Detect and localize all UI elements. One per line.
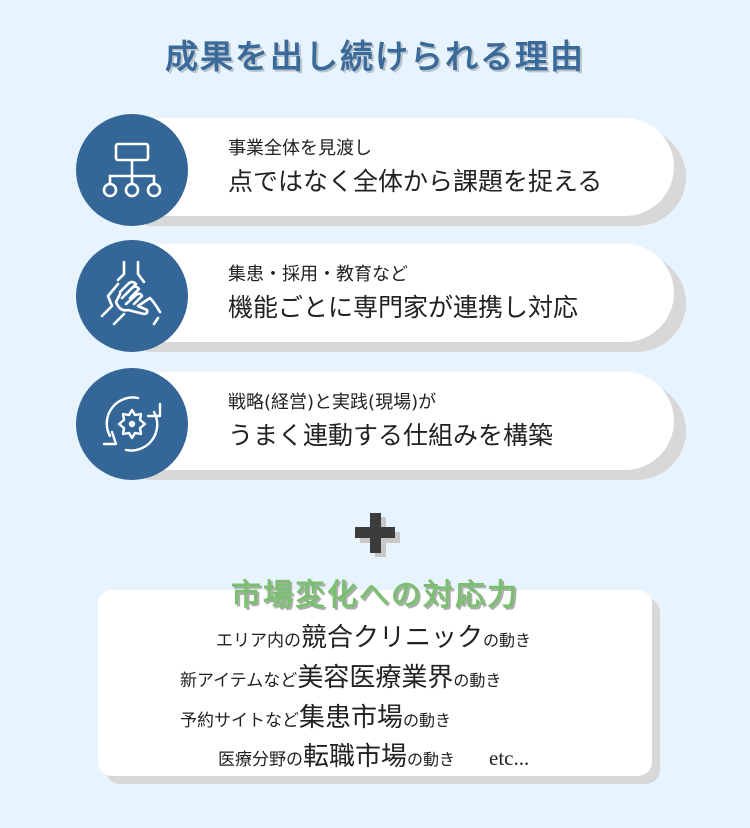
line-suffix: の動き [407,750,456,769]
card-pill [134,244,674,342]
reason-text: 戦略(経営)と実践(現場)が うまく連動する仕組みを構築 [228,390,553,454]
gear-cycle-icon [102,396,162,452]
reason-card-3: 戦略(経営)と実践(現場)が うまく連動する仕組みを構築 [76,368,686,483]
line-prefix: 予約サイトなど [180,711,299,731]
market-line-3: 予約サイトなど集患市場の動き [180,697,451,734]
reason-text: 集患・採用・教育など 機能ごとに専門家が連携し対応 [228,262,578,326]
icon-circle [76,368,188,480]
reason-subtitle: 事業全体を見渡し [228,138,372,159]
line-suffix: の動き [453,671,502,690]
market-line-2: 新アイテムなど美容医療業界の動き [180,657,501,694]
plus-icon [355,513,400,557]
reason-subtitle: 集患・採用・教育など [228,264,408,285]
page-title: 成果を出し続けられる理由 [165,37,585,76]
line-highlight: 美容医療業界 [297,663,454,693]
market-title: 市場変化への対応力 [231,578,519,613]
icon-circle [76,240,188,352]
line-highlight: 転職市場 [303,742,408,772]
reason-subtitle: 戦略(経営)と実践(現場)が [228,392,437,413]
line-suffix: の動き [403,711,452,730]
line-prefix: 新アイテムなど [180,671,298,691]
etc-label: etc... [489,746,530,770]
market-box [98,590,652,776]
handshake-icon [100,260,162,326]
reason-main: 機能ごとに専門家が連携し対応 [228,293,579,322]
market-line-4: 医療分野の転職市場の動き etc... [218,736,529,773]
reason-card-2: 集患・採用・教育など 機能ごとに専門家が連携し対応 [76,240,686,355]
line-suffix: の動き [483,631,532,650]
reason-text: 事業全体を見渡し 点ではなく全体から課題を捉える [228,136,602,200]
icon-circle [76,114,188,226]
line-prefix: エリア内の [216,631,301,651]
line-highlight: 競合クリニック [301,623,484,653]
reason-main: うまく連動する仕組みを構築 [228,421,554,450]
card-pill [134,118,674,216]
org-chart-icon [102,142,162,198]
card-pill [134,372,674,470]
market-line-1: エリア内の競合クリニックの動き [216,617,531,654]
line-prefix: 医療分野の [218,750,303,770]
line-highlight: 集患市場 [299,703,404,733]
reason-card-1: 事業全体を見渡し 点ではなく全体から課題を捉える [76,114,686,229]
reason-main: 点ではなく全体から課題を捉える [228,167,603,196]
